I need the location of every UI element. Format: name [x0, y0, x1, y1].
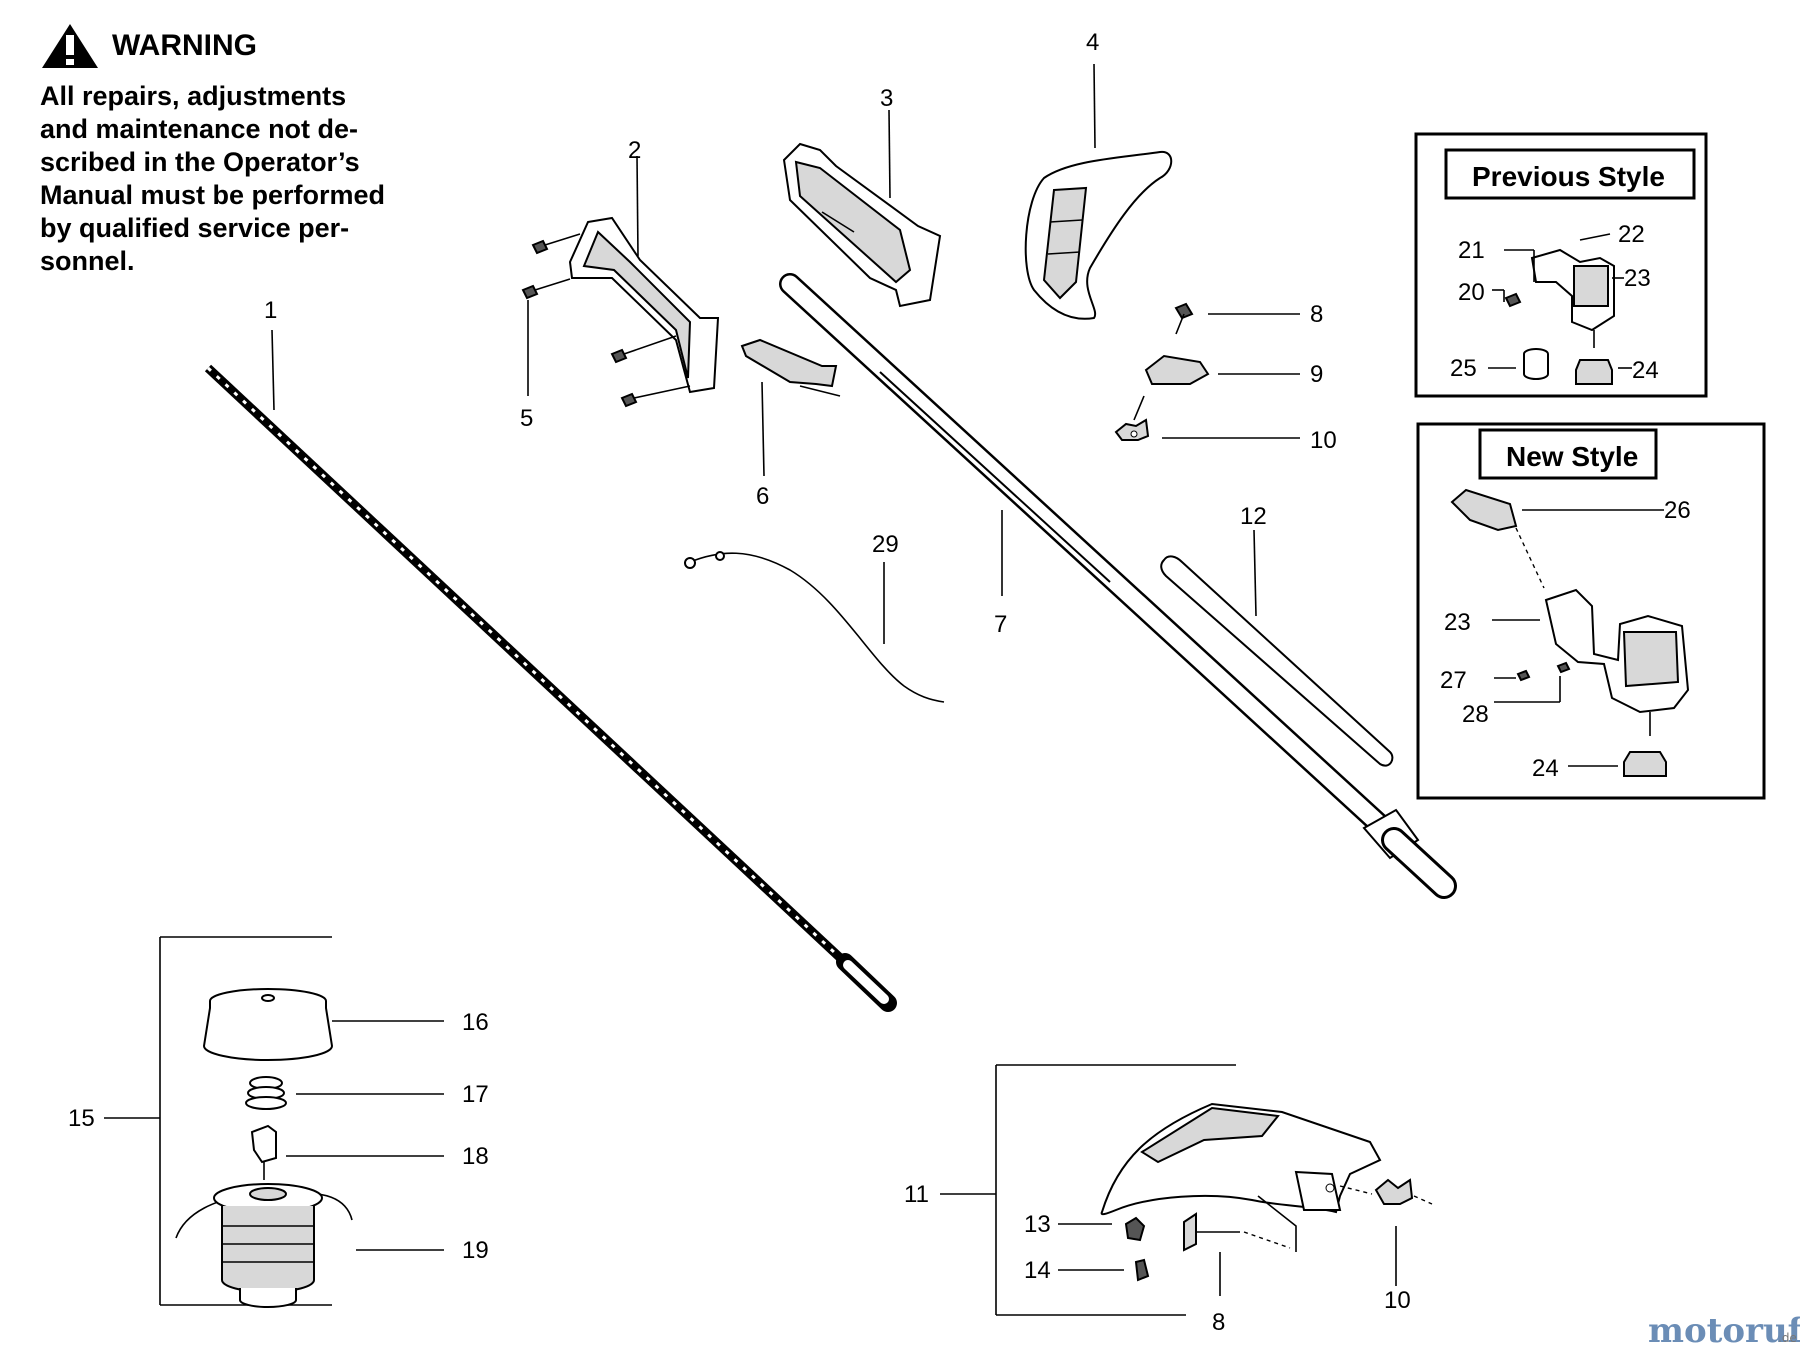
- shield-bracket-part: [1450, 488, 1518, 532]
- bolt-part: [1183, 1212, 1291, 1252]
- new-style-inset: [1416, 422, 1766, 800]
- warning-line: by qualified service per-: [40, 213, 350, 243]
- callout-19: 19: [462, 1237, 489, 1264]
- shaft-housing-part: [779, 273, 1457, 899]
- watermark-suffix: .de: [1778, 1331, 1797, 1345]
- warning-triangle-icon: [42, 24, 98, 68]
- callout-23: 23: [1624, 265, 1651, 292]
- callout-13: 13: [1024, 1211, 1051, 1238]
- callout-4: 4: [1086, 29, 1099, 56]
- previous-style-inset: [1414, 132, 1708, 398]
- callout-24: 24: [1632, 357, 1659, 384]
- previous-style-title: Previous Style: [1472, 161, 1665, 192]
- callout-18: 18: [462, 1143, 489, 1170]
- svg-text:motoruf: motoruf: [1648, 1311, 1800, 1351]
- callout-9: 9: [1310, 361, 1323, 388]
- warning-title: WARNING: [112, 29, 257, 62]
- callout-8-lower: 8: [1212, 1309, 1225, 1336]
- screw-part: [1516, 669, 1531, 682]
- callout-23-new: 23: [1444, 609, 1471, 636]
- decal-strip-part: [1160, 555, 1394, 767]
- callout-21: 21: [1458, 237, 1485, 264]
- leader-line: [761, 381, 765, 477]
- new-style-title: New Style: [1506, 441, 1638, 472]
- warning-heading: WARNING: [40, 22, 257, 70]
- screw-part: [1556, 661, 1571, 674]
- callout-8: 8: [1310, 301, 1323, 328]
- screw-part: [1504, 292, 1522, 308]
- callout-27: 27: [1440, 667, 1467, 694]
- leader-line: [1253, 529, 1257, 617]
- new-style-title-box: [1478, 428, 1658, 480]
- warning-line: sonnel.: [40, 246, 135, 276]
- callout-22: 22: [1618, 221, 1645, 248]
- throttle-cable-part: [689, 552, 945, 703]
- clip-part: [250, 1124, 277, 1180]
- callout-10-lower: 10: [1384, 1287, 1411, 1314]
- gearbox-part: [1544, 588, 1690, 736]
- nut-part: [1575, 359, 1613, 385]
- bolt-part: [1174, 302, 1194, 335]
- leader-line: [636, 155, 639, 257]
- previous-style-title-box: [1444, 148, 1696, 200]
- callout-29: 29: [872, 531, 899, 558]
- callout-26: 26: [1664, 497, 1691, 524]
- warning-line: scribed in the Operator’s: [40, 147, 360, 177]
- leader-line: [1515, 527, 1545, 589]
- leader-line: [1579, 233, 1611, 241]
- nut-part: [1623, 751, 1667, 777]
- loop-handle-part: [1024, 150, 1173, 320]
- grass-shield-part: [1100, 1102, 1382, 1252]
- warning-line: All repairs, adjustments: [40, 81, 347, 111]
- callout-5: 5: [520, 405, 533, 432]
- wing-nut-part: [1339, 1178, 1433, 1205]
- wing-nut-part: [1114, 395, 1150, 441]
- rear-handle-part: [782, 142, 942, 308]
- cable-end-part: [684, 557, 696, 569]
- callout-25: 25: [1450, 355, 1477, 382]
- callout-1: 1: [264, 297, 277, 324]
- callout-12: 12: [1240, 503, 1267, 530]
- callout-16: 16: [462, 1009, 489, 1036]
- screw-part: [1134, 1258, 1150, 1282]
- callout-10: 10: [1310, 427, 1337, 454]
- leader-line: [888, 109, 891, 199]
- handle-half-part: [568, 216, 720, 394]
- callout-20: 20: [1458, 279, 1485, 306]
- callout-28: 28: [1462, 701, 1489, 728]
- leader-line: [271, 329, 275, 411]
- spool-part: [175, 1183, 353, 1308]
- callout-15: 15: [68, 1105, 95, 1132]
- throttle-trigger-part: [740, 338, 841, 397]
- watermark-brand: motoruf: [1648, 1311, 1800, 1351]
- warning-text: All repairs, adjustments and maintenance…: [40, 80, 424, 278]
- screw-part: [521, 233, 691, 408]
- warning-line: Manual must be performed: [40, 180, 386, 210]
- nut-part: [1124, 1216, 1146, 1242]
- warning-line: and maintenance not de-: [40, 114, 359, 144]
- gearbox-part: [1530, 248, 1615, 348]
- callout-11: 11: [904, 1181, 929, 1208]
- spring-part: [245, 1076, 287, 1110]
- callout-24-new: 24: [1532, 755, 1559, 782]
- callout-3: 3: [880, 85, 893, 112]
- drive-shaft-part: [204, 364, 897, 1012]
- spacer-part: [1523, 348, 1549, 380]
- callout-14: 14: [1024, 1257, 1051, 1284]
- leader-line: [1093, 63, 1096, 149]
- cable-end-part: [715, 551, 725, 561]
- watermark-logo: motoruf .de: [1648, 1311, 1800, 1351]
- clamp-part: [1144, 354, 1210, 385]
- callout-6: 6: [756, 483, 769, 510]
- spool-cover-part: [202, 988, 334, 1061]
- callout-7: 7: [994, 611, 1007, 638]
- callout-2: 2: [628, 137, 641, 164]
- callout-17: 17: [462, 1081, 489, 1108]
